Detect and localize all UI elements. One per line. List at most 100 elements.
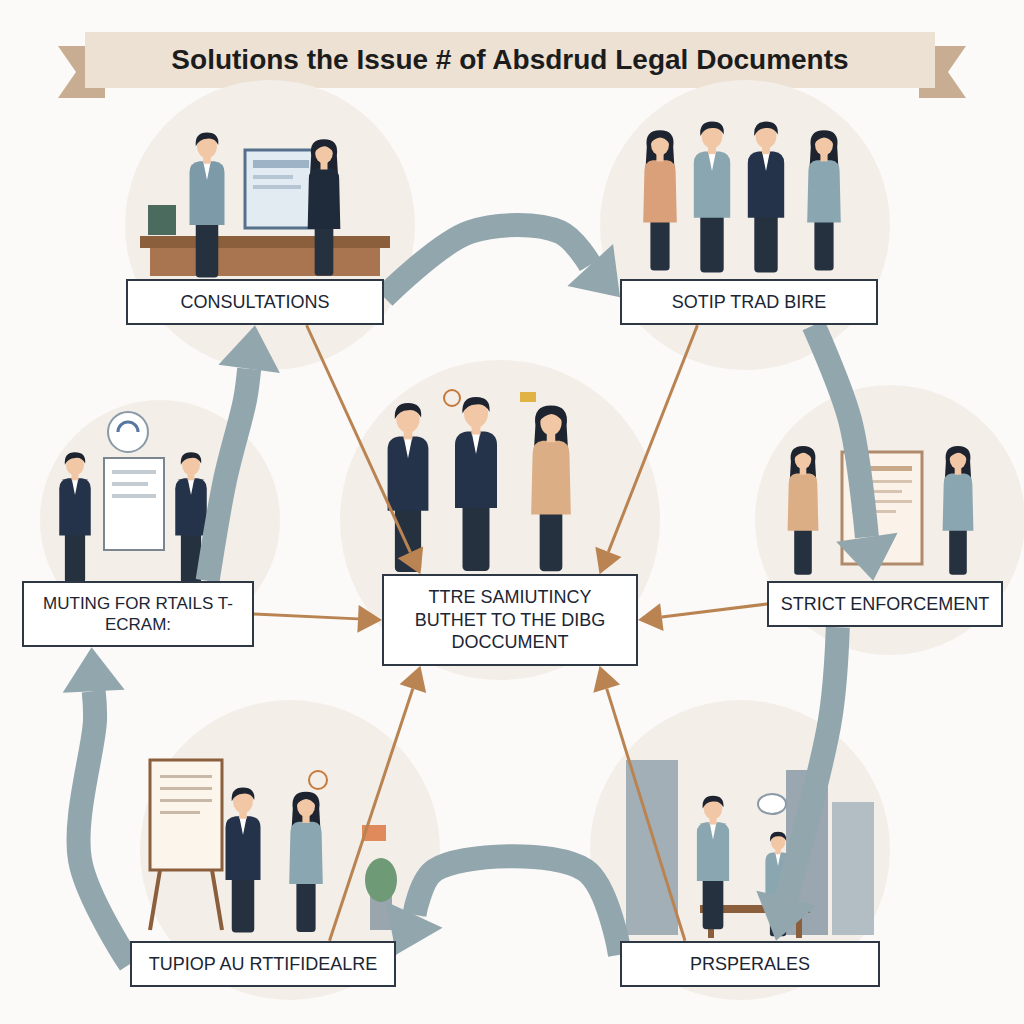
agreement-scene [807,130,841,270]
arrow-head [398,547,423,575]
pointer-line [662,604,767,617]
arrow-head [638,603,664,631]
arrow-head [836,533,897,581]
agreement-scene [643,130,677,270]
central-scene [444,390,460,406]
center-box: TTRE SAMIUTINCY BUTHET TO THE DIBG DOCCU… [382,574,638,666]
central-scene [388,390,571,572]
consultation-scene [150,248,380,276]
cycle-arrow [63,647,130,964]
pointer-arrow [307,325,424,574]
cycle-arrow [386,856,620,955]
arrow-shaft [78,691,130,964]
node-label: CONSULTATIONS [136,291,374,314]
meeting-scene [118,422,138,432]
node-label: MUTING FOR RTAILS T-ECRAM: [32,593,244,636]
consultation-scene [140,236,390,248]
pointer-line [330,689,413,941]
cycle-arrow [384,225,620,297]
step-label: TUPIOP AU RTTIFIDEALRE [130,941,396,988]
arrow-shaft [384,225,590,297]
node-label: TUPIOP AU RTTIFIDEALRE [140,953,386,976]
agreement-scene [643,122,841,273]
scene-circles [340,360,660,680]
presentation-scene [309,771,327,789]
arrow-head [400,666,427,693]
prospects-scene [626,760,874,938]
cycle-arrow [756,627,837,941]
title-ribbon [58,32,966,98]
step-label: SOTIP TRAD BIRE [620,279,878,326]
arrow-head [567,244,620,297]
consultation-scene [148,205,176,235]
prospects-scene [832,802,874,935]
pointer-arrow [593,666,685,941]
enforcement-scene [788,446,819,575]
arrow-shaft [786,627,837,898]
arrow-head [218,325,279,373]
node-label: SOTIP TRAD BIRE [630,291,868,314]
step-label: STRICT ENFORCEMENT [767,581,1003,628]
pointer-arrow [254,605,382,633]
pointer-line [254,614,358,619]
presentation-scene [160,787,212,790]
consultation-scene [245,150,317,228]
central-scene [531,405,571,571]
arrow-head [593,666,620,693]
consultation-scene [253,160,309,168]
arrow-head [756,891,816,941]
arrow-head [63,647,125,692]
pointer-arrow [595,325,697,574]
presentation-scene [289,792,323,932]
arrow-shaft [414,856,620,955]
node-label: STRICT ENFORCEMENT [777,593,993,616]
title-text: Solutions the Issue # of Absdrud Legal D… [85,32,935,88]
scene-circles [40,80,1024,1000]
presentation-scene [150,760,222,870]
scene-circles [600,80,890,370]
scene-circles [755,385,1024,655]
prospects-scene [626,760,678,935]
meeting-scene [59,452,91,583]
consultation-scene [140,133,390,278]
pointer-line [607,689,685,941]
presentation-scene [160,799,212,802]
central-scene [455,397,497,571]
presentation-scene [365,858,397,902]
step-label: PRSPERALES [620,941,880,988]
arrow-head [357,605,382,633]
central-scene [520,392,536,402]
presentation-scene [226,788,261,933]
scene-circles [125,80,415,370]
consultation-scene [253,185,301,189]
meeting-scene [108,412,148,452]
pointer-line [307,325,411,552]
presentation-scene [212,870,222,930]
enforcement-scene [943,446,974,575]
arrow-shaft [208,369,250,581]
agreement-scene [748,122,784,273]
meeting-scene [112,494,156,498]
prospects-scene [758,794,786,814]
meeting-scene [104,458,164,550]
node-label: TTRE SAMIUTINCY BUTHET TO THE DIBG DOCCU… [392,586,628,654]
arrow-head [595,547,621,574]
title-ribbon [85,32,935,88]
step-label: CONSULTATIONS [126,279,384,326]
pointer-arrow [330,666,427,941]
cycle-arrow [208,325,280,581]
meeting-scene [112,482,148,486]
agreement-scene [694,122,730,273]
cycle-arrow [814,325,898,581]
consultation-scene [308,139,341,276]
arrow-shaft [814,325,867,537]
meeting-scene [112,470,156,474]
consultation-scene [190,133,225,278]
presentation-scene [160,775,212,778]
scene-circles [590,700,890,1000]
presentation-scene [160,811,200,814]
presentation-scene [150,870,160,930]
pointer-line [608,325,697,552]
